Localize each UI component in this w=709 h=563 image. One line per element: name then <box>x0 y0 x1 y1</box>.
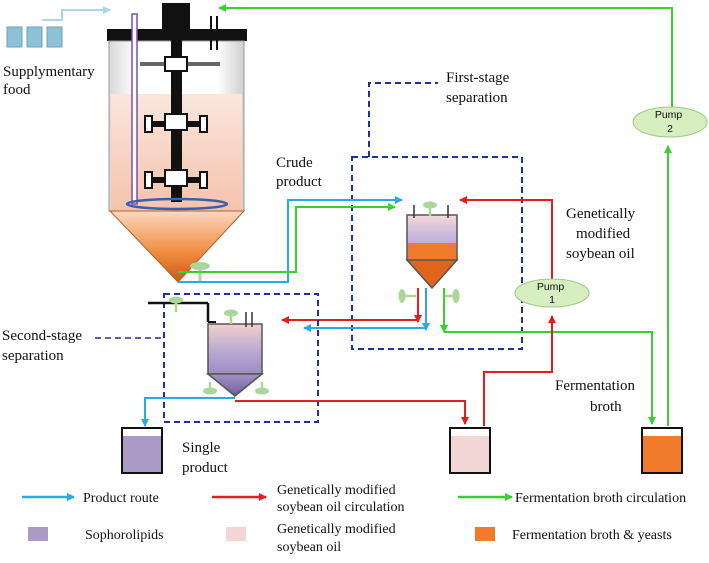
first-stage-label: First-stage separation <box>446 70 513 106</box>
legend-product-route-label: Product route <box>83 491 159 506</box>
first-stage-connector <box>368 82 438 157</box>
beaker-icon <box>449 427 491 474</box>
oil-line-to-first-separator <box>459 196 553 282</box>
second-stage-label: Second-stage separation <box>2 328 86 364</box>
legend-soybean-oil-swatch <box>226 527 246 541</box>
legend-broth-yeasts-swatch <box>475 527 495 541</box>
single-product-label: Single product <box>182 440 229 476</box>
legend-oil-circulation-label: Genetically modified soybean oil circula… <box>277 483 405 515</box>
gm-oil-label: Genetically modified soybean oil <box>566 206 639 262</box>
broth-return-line <box>218 4 673 112</box>
crude-product-label: Crude product <box>276 155 323 190</box>
product-line-to-single-product <box>141 397 235 427</box>
supplementary-food-label: Supplymentary food <box>3 64 98 98</box>
fermentation-broth-label: Fermentation broth <box>555 378 639 415</box>
pump-2[interactable]: Pump 2 <box>632 106 708 138</box>
valve-icon <box>169 296 269 395</box>
bioreactor-icon <box>107 3 247 283</box>
second-stage-box <box>163 293 319 423</box>
conical-separator-icon <box>405 201 459 290</box>
oil-recirculation-line <box>483 315 556 426</box>
legend: Product route Genetically modified soybe… <box>22 483 686 555</box>
legend-broth-yeasts-label: Fermentation broth & yeasts <box>512 528 672 543</box>
pump2-label: Pump 2 <box>655 109 685 135</box>
beaker-icon <box>641 427 683 474</box>
legend-sophorolipids-label: Sophorolipids <box>85 528 164 543</box>
valve-icon <box>398 289 460 303</box>
supply-container-icon <box>6 26 63 48</box>
pump-ellipse-icon <box>514 278 590 308</box>
oil-line-to-oil-beaker <box>235 400 469 425</box>
legend-broth-circulation-label: Fermentation broth circulation <box>515 491 686 506</box>
beaker-icon <box>121 427 163 474</box>
conical-separator-icon <box>148 301 265 397</box>
pump-1[interactable]: Pump 1 <box>514 278 590 308</box>
pump-ellipse-icon <box>632 106 708 138</box>
first-stage-box <box>351 156 523 350</box>
crude-product-line-blue <box>178 196 403 283</box>
legend-sophorolipids-swatch <box>28 527 48 541</box>
broth-line-to-beaker <box>444 331 656 425</box>
valve-icon <box>190 262 210 283</box>
crude-product-line-green <box>178 203 396 273</box>
legend-soybean-oil-label: Genetically modified soybean oil <box>277 522 399 555</box>
supply-line <box>42 6 111 21</box>
pump1-label: Pump 1 <box>537 281 567 306</box>
